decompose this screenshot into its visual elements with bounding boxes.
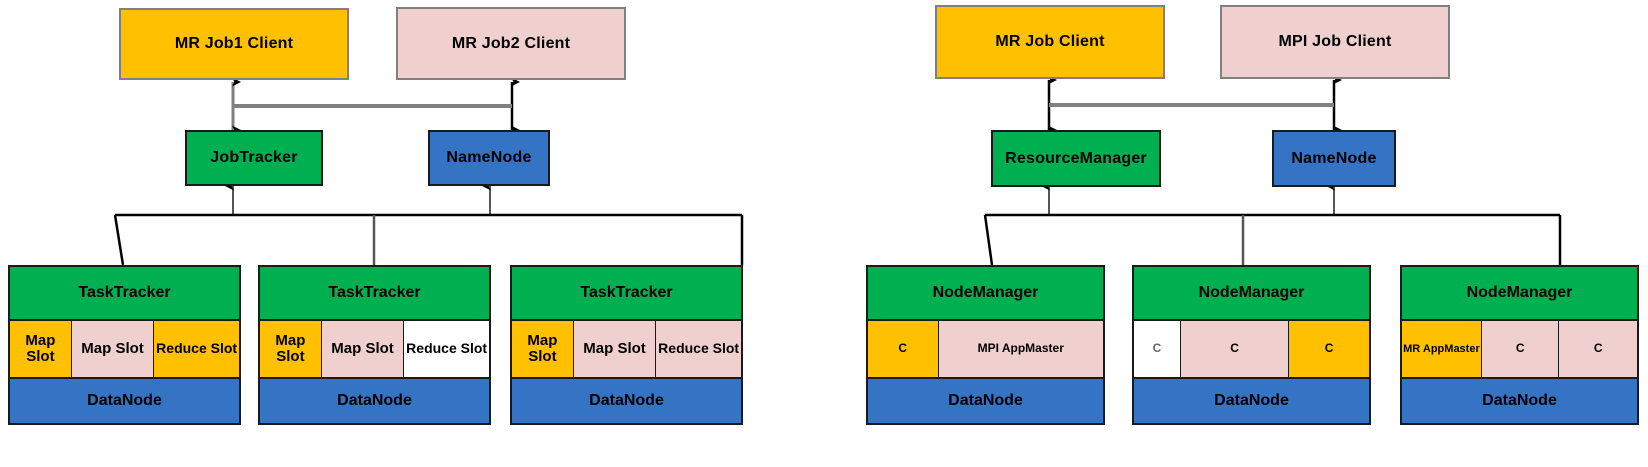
- rack-slot-row: Map Slot Map Slot Reduce Slot: [260, 319, 489, 379]
- wire-drop-left-1: [113, 214, 125, 266]
- rack-tasktracker-1[interactable]: TaskTracker Map Slot Map Slot Reduce Slo…: [8, 265, 241, 425]
- master-box-jobtracker[interactable]: JobTracker: [185, 130, 323, 186]
- client-box-mr-job2[interactable]: MR Job2 Client: [396, 7, 626, 80]
- slot-container[interactable]: C: [1134, 321, 1181, 377]
- rack-head-tasktracker: TaskTracker: [260, 267, 489, 319]
- rack-head-nodemanager: NodeManager: [1402, 267, 1637, 319]
- slot-reduce-slot[interactable]: Reduce Slot: [404, 321, 489, 377]
- rack-slot-row: Map Slot Map Slot Reduce Slot: [512, 319, 741, 379]
- slot-reduce-slot[interactable]: Reduce Slot: [656, 321, 741, 377]
- slot-map-slot[interactable]: Map Slot: [512, 321, 574, 377]
- rack-foot-datanode: DataNode: [260, 379, 489, 423]
- rack-tasktracker-3[interactable]: TaskTracker Map Slot Map Slot Reduce Slo…: [510, 265, 743, 425]
- client-box-mr-job[interactable]: MR Job Client: [935, 5, 1165, 79]
- rack-foot-datanode: DataNode: [10, 379, 239, 423]
- wire-drop-right-1: [983, 214, 994, 266]
- rack-nodemanager-2[interactable]: NodeManager C C C DataNode: [1132, 265, 1371, 425]
- client-box-mr-job1[interactable]: MR Job1 Client: [119, 8, 349, 80]
- slot-container[interactable]: C: [1559, 321, 1637, 377]
- slot-mr-appmaster[interactable]: MR AppMaster: [1402, 321, 1482, 377]
- rack-nodemanager-3[interactable]: NodeManager MR AppMaster C C DataNode: [1400, 265, 1639, 425]
- rack-slot-row: MR AppMaster C C: [1402, 319, 1637, 379]
- rack-slot-row: C MPI AppMaster: [868, 319, 1103, 379]
- slot-map-slot[interactable]: Map Slot: [573, 321, 657, 377]
- rack-foot-datanode: DataNode: [1402, 379, 1637, 423]
- client-box-mpi-job[interactable]: MPI Job Client: [1220, 5, 1450, 79]
- rack-head-tasktracker: TaskTracker: [512, 267, 741, 319]
- rack-foot-datanode: DataNode: [868, 379, 1103, 423]
- rack-head-tasktracker: TaskTracker: [10, 267, 239, 319]
- slot-map-slot[interactable]: Map Slot: [10, 321, 72, 377]
- rack-foot-datanode: DataNode: [1134, 379, 1369, 423]
- slot-mpi-appmaster[interactable]: MPI AppMaster: [938, 321, 1103, 377]
- slot-container[interactable]: C: [1181, 321, 1290, 377]
- rack-nodemanager-1[interactable]: NodeManager C MPI AppMaster DataNode: [866, 265, 1105, 425]
- rack-slot-row: Map Slot Map Slot Reduce Slot: [10, 319, 239, 379]
- slot-container[interactable]: C: [1481, 321, 1560, 377]
- slot-container[interactable]: C: [1289, 321, 1369, 377]
- slot-map-slot[interactable]: Map Slot: [321, 321, 405, 377]
- slot-container[interactable]: C: [868, 321, 939, 377]
- rack-head-nodemanager: NodeManager: [868, 267, 1103, 319]
- rack-foot-datanode: DataNode: [512, 379, 741, 423]
- slot-map-slot[interactable]: Map Slot: [71, 321, 155, 377]
- rack-head-nodemanager: NodeManager: [1134, 267, 1369, 319]
- master-box-namenode-right[interactable]: NameNode: [1272, 130, 1396, 187]
- master-box-namenode-left[interactable]: NameNode: [428, 130, 550, 186]
- master-box-resourcemanager[interactable]: ResourceManager: [991, 130, 1161, 187]
- rack-tasktracker-2[interactable]: TaskTracker Map Slot Map Slot Reduce Slo…: [258, 265, 491, 425]
- slot-map-slot[interactable]: Map Slot: [260, 321, 322, 377]
- slot-reduce-slot[interactable]: Reduce Slot: [154, 321, 239, 377]
- rack-slot-row: C C C: [1134, 319, 1369, 379]
